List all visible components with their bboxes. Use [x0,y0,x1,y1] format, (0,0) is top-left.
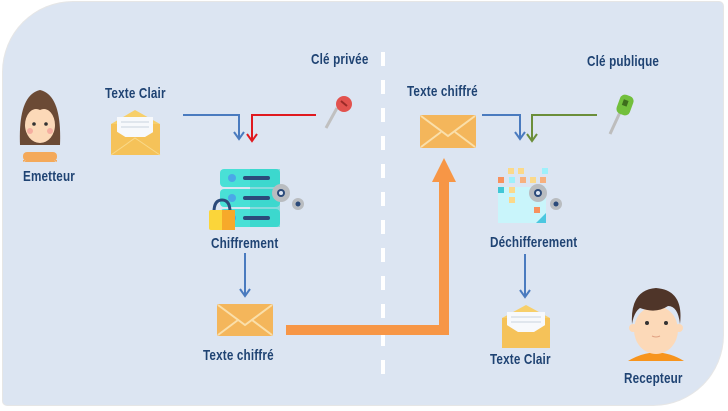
receiver-ciphertext-label: Texte chiffré [407,83,478,100]
private-key-arrow [251,114,316,140]
public-key-icon [608,94,634,135]
plaintext-to-encrypt-arrow [183,114,240,138]
decrypted-plaintext-envelope-icon [502,305,550,348]
sender-ciphertext-label: Texte chiffré [203,347,274,364]
receiver-avatar-icon [628,288,684,361]
transmission-arrow [286,180,449,335]
diagram-panel [3,2,723,405]
public-key-label: Clé publique [587,53,660,70]
public-key-arrow [531,114,597,140]
receiver-label: Recepteur [624,370,683,387]
plaintext-envelope-icon [110,110,161,156]
encrypt-label: Chiffrement [211,235,279,252]
decrypt-label: Déchifferement [490,234,578,251]
decryption-icon [498,168,562,223]
encryption-icon [209,169,304,230]
receiver-plaintext-label: Texte Clair [490,351,551,368]
sender-plaintext-label: Texte Clair [105,85,166,102]
received-ciphertext-envelope-icon [420,115,476,148]
private-key-label: Clé privée [311,51,369,68]
ciphertext-envelope-icon [217,304,273,336]
sender-avatar-icon [19,90,61,162]
ciphertext-to-decrypt-arrow [482,114,521,138]
sender-label: Emetteur [23,168,75,185]
private-key-icon [324,96,352,129]
